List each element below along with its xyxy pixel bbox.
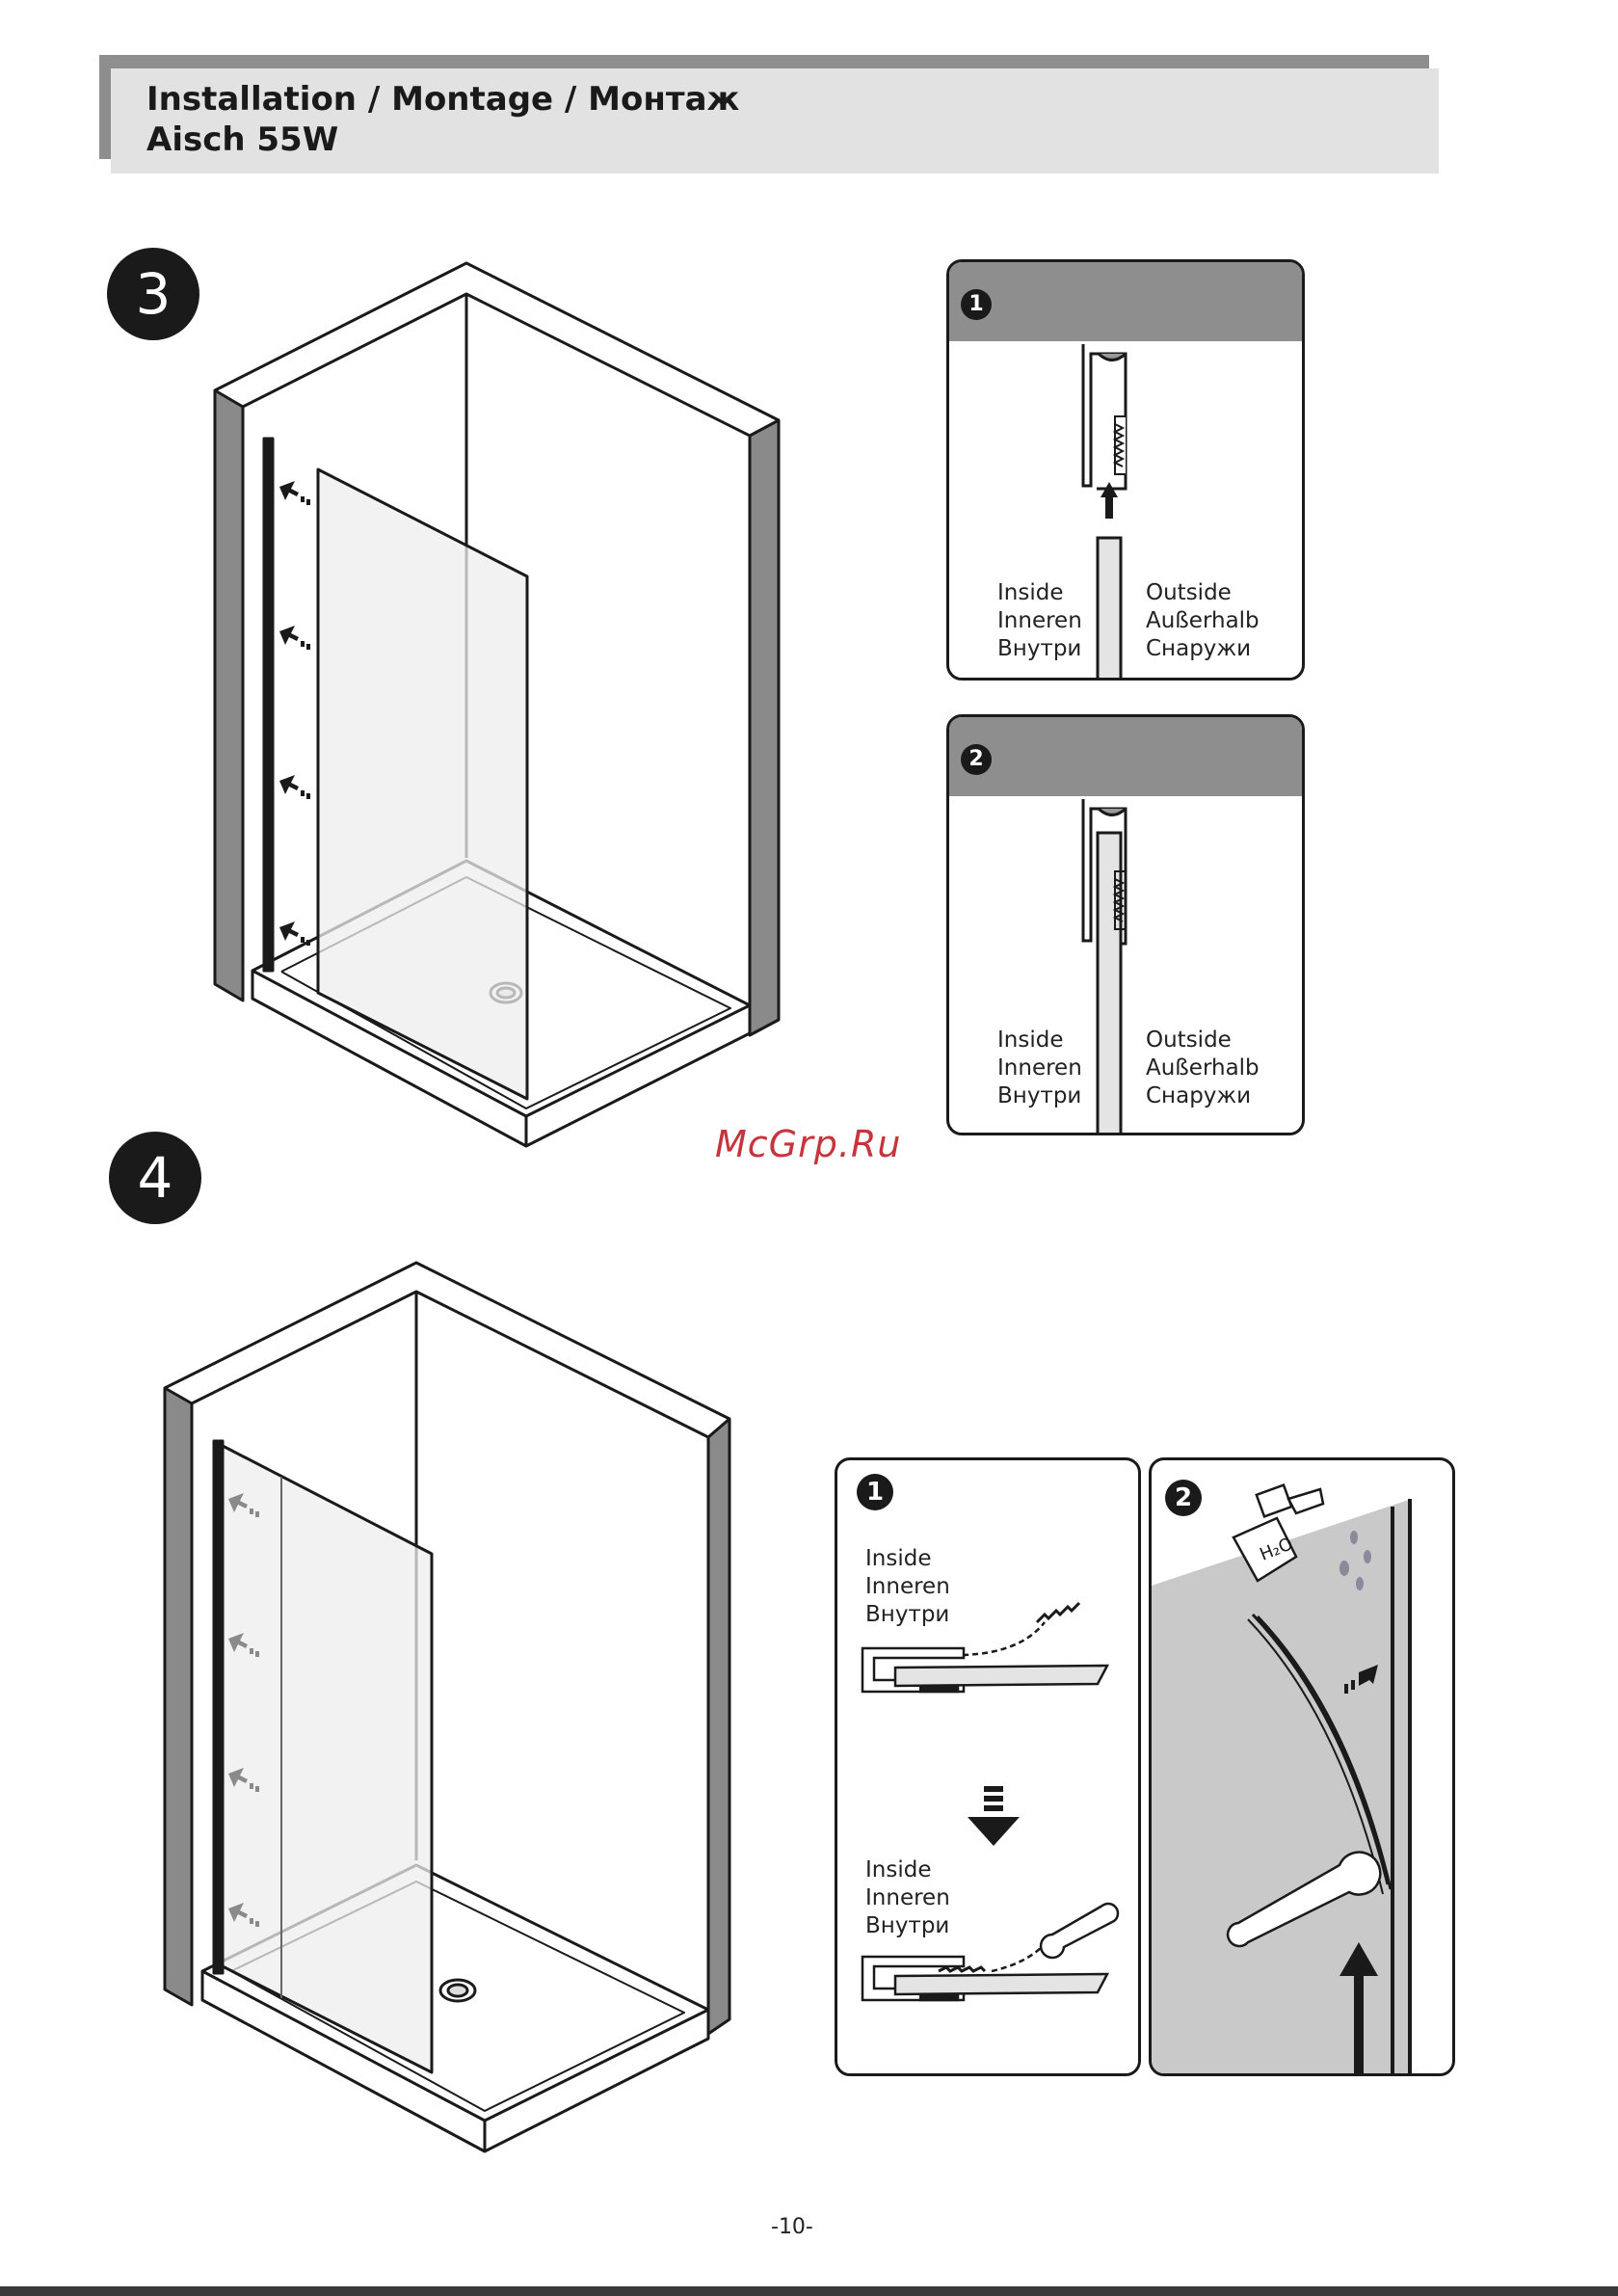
right-wall — [708, 1419, 729, 2034]
step-4-detail-1: 1 Inside Inneren Внутри Inside Inneren В… — [835, 1457, 1141, 2076]
seal-install-diagram — [837, 1460, 1141, 2076]
page-number: -10- — [771, 2215, 813, 2239]
footer-bar — [0, 2286, 1618, 2296]
glass-panel — [223, 1446, 432, 2072]
step-4-detail-2: 2 H₂O — [1149, 1457, 1455, 2076]
spray-and-squeegee-diagram — [1152, 1460, 1455, 2076]
left-wall — [165, 1388, 192, 2005]
